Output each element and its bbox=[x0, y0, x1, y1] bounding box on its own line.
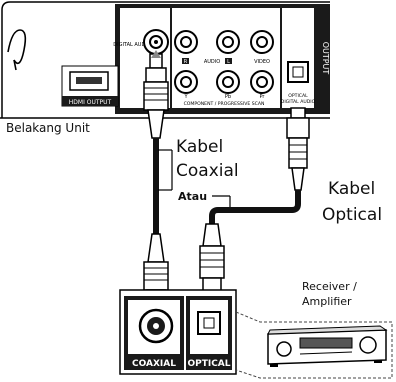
svg-text:R: R bbox=[184, 59, 188, 65]
component-label: COMPONENT / PROGRESSIVE SCAN bbox=[184, 101, 265, 107]
receiver-jack-panel: COAXIAL OPTICAL bbox=[119, 289, 237, 375]
coax-cable-label-2: Coaxial bbox=[176, 161, 239, 181]
hdmi-label: HDMI OUTPUT bbox=[69, 99, 112, 106]
audio-label: AUDIO bbox=[204, 59, 220, 65]
receiver-optical-label: OPTICAL bbox=[187, 359, 230, 369]
svg-text:DIGITAL AUDIO: DIGITAL AUDIO bbox=[281, 99, 316, 105]
receiver-label-2: Amplifier bbox=[302, 295, 352, 308]
receiver-label-1: Receiver / bbox=[302, 280, 357, 293]
optical-cable bbox=[199, 107, 310, 308]
svg-text:Y: Y bbox=[183, 94, 188, 100]
optical-cable-label-2: Optical bbox=[322, 205, 382, 225]
coaxial-cable bbox=[143, 50, 169, 312]
amplifier-icon bbox=[267, 325, 388, 367]
coax-cable-label-1: Kabel bbox=[176, 137, 223, 157]
svg-text:Pr: Pr bbox=[260, 94, 266, 100]
callout-outline bbox=[235, 311, 393, 379]
digital-audio-label: DIGITAL AUDIO bbox=[113, 42, 151, 48]
output-label: OUTPUT bbox=[321, 42, 330, 75]
svg-text:Pb: Pb bbox=[225, 94, 231, 100]
svg-text:L: L bbox=[227, 59, 230, 65]
video-label: VIDEO bbox=[254, 59, 270, 65]
or-label: Atau bbox=[178, 190, 207, 203]
unit-back-label: Belakang Unit bbox=[6, 121, 90, 135]
svg-text:OPTICAL: OPTICAL bbox=[288, 93, 308, 99]
panel-curve-icon bbox=[7, 29, 27, 65]
arrow-up-icon bbox=[151, 50, 161, 58]
component-jacks bbox=[174, 30, 274, 94]
optical-cable-label-1: Kabel bbox=[328, 179, 375, 199]
receiver-coaxial-label: COAXIAL bbox=[132, 359, 176, 369]
